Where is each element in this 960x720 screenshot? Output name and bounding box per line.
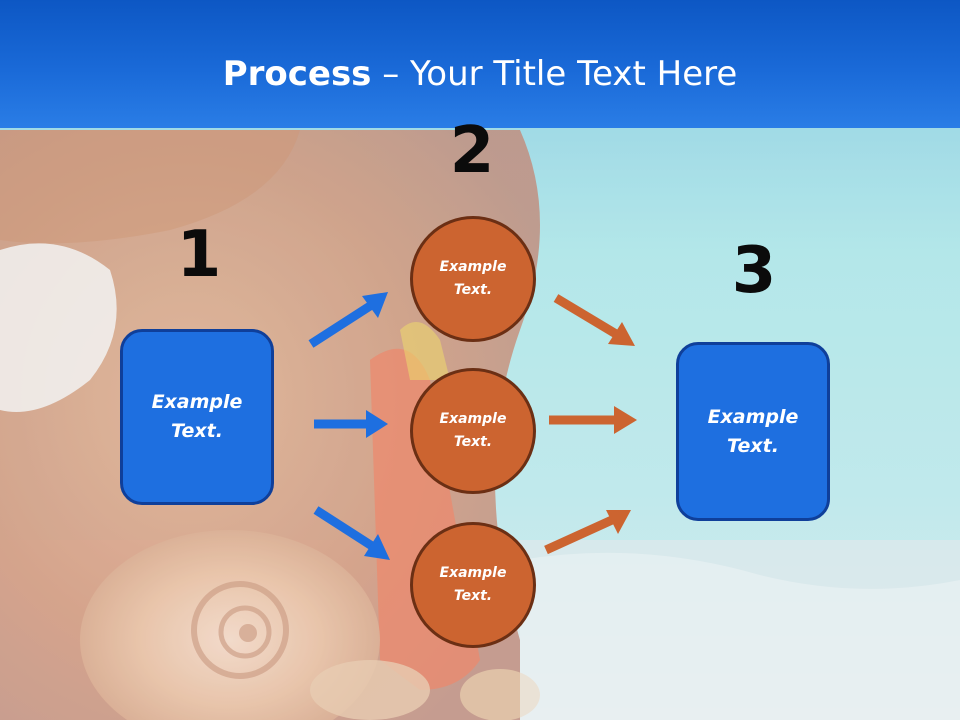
orange-arrow-right <box>549 406 637 434</box>
step-2-circle-3-text: Example Text. <box>439 565 507 604</box>
step-3-box: Example Text. <box>676 342 830 521</box>
step-2-circle-3: Example Text. <box>410 522 536 648</box>
title-rest: – Your Title Text Here <box>371 54 738 94</box>
blue-arrow-up <box>308 292 388 348</box>
slide-title: Process – Your Title Text Here <box>0 52 960 96</box>
title-bar <box>0 0 960 128</box>
step-2-circle-2: Example Text. <box>410 368 536 494</box>
blue-arrow-down <box>313 506 390 560</box>
blue-arrow-right <box>314 410 388 438</box>
title-bold: Process <box>222 54 372 94</box>
step-2-circle-1: Example Text. <box>410 216 536 342</box>
step-3-text: Example Text. <box>707 405 799 457</box>
orange-arrow-up <box>544 510 631 555</box>
step-1-box: Example Text. <box>120 329 274 505</box>
step-3-number: 3 <box>731 234 777 308</box>
step-1-text: Example Text. <box>151 391 243 442</box>
orange-arrow-down <box>553 294 635 346</box>
step-2-circle-2-text: Example Text. <box>439 411 507 450</box>
step-1-number: 1 <box>176 218 222 292</box>
step-2-number: 2 <box>449 114 495 188</box>
step-2-circle-1-text: Example Text. <box>439 259 507 298</box>
